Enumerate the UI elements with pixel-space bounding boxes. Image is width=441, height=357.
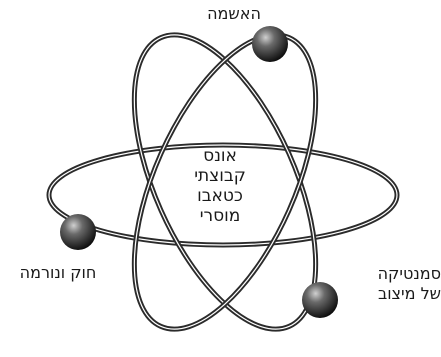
node-label-line: סמנטיקה	[352, 264, 441, 284]
electron-left	[60, 214, 96, 250]
nucleus-line: מוסרי	[165, 206, 275, 226]
nucleus-text: אונס קבוצתי כטאבו מוסרי	[165, 146, 275, 226]
electron-top	[252, 26, 288, 62]
node-label-line: של מיצוב	[352, 284, 441, 304]
nucleus-line: כטאבו	[165, 186, 275, 206]
nucleus-line: קבוצתי	[165, 166, 275, 186]
node-label-blame: האשמה	[190, 4, 278, 24]
node-label-positioning-semantics: סמנטיקה של מיצוב	[352, 264, 441, 304]
node-label-law-and-norm: חוק ונורמה	[8, 263, 108, 283]
nucleus-line: אונס	[165, 146, 275, 166]
electron-bottom-right	[302, 282, 338, 318]
